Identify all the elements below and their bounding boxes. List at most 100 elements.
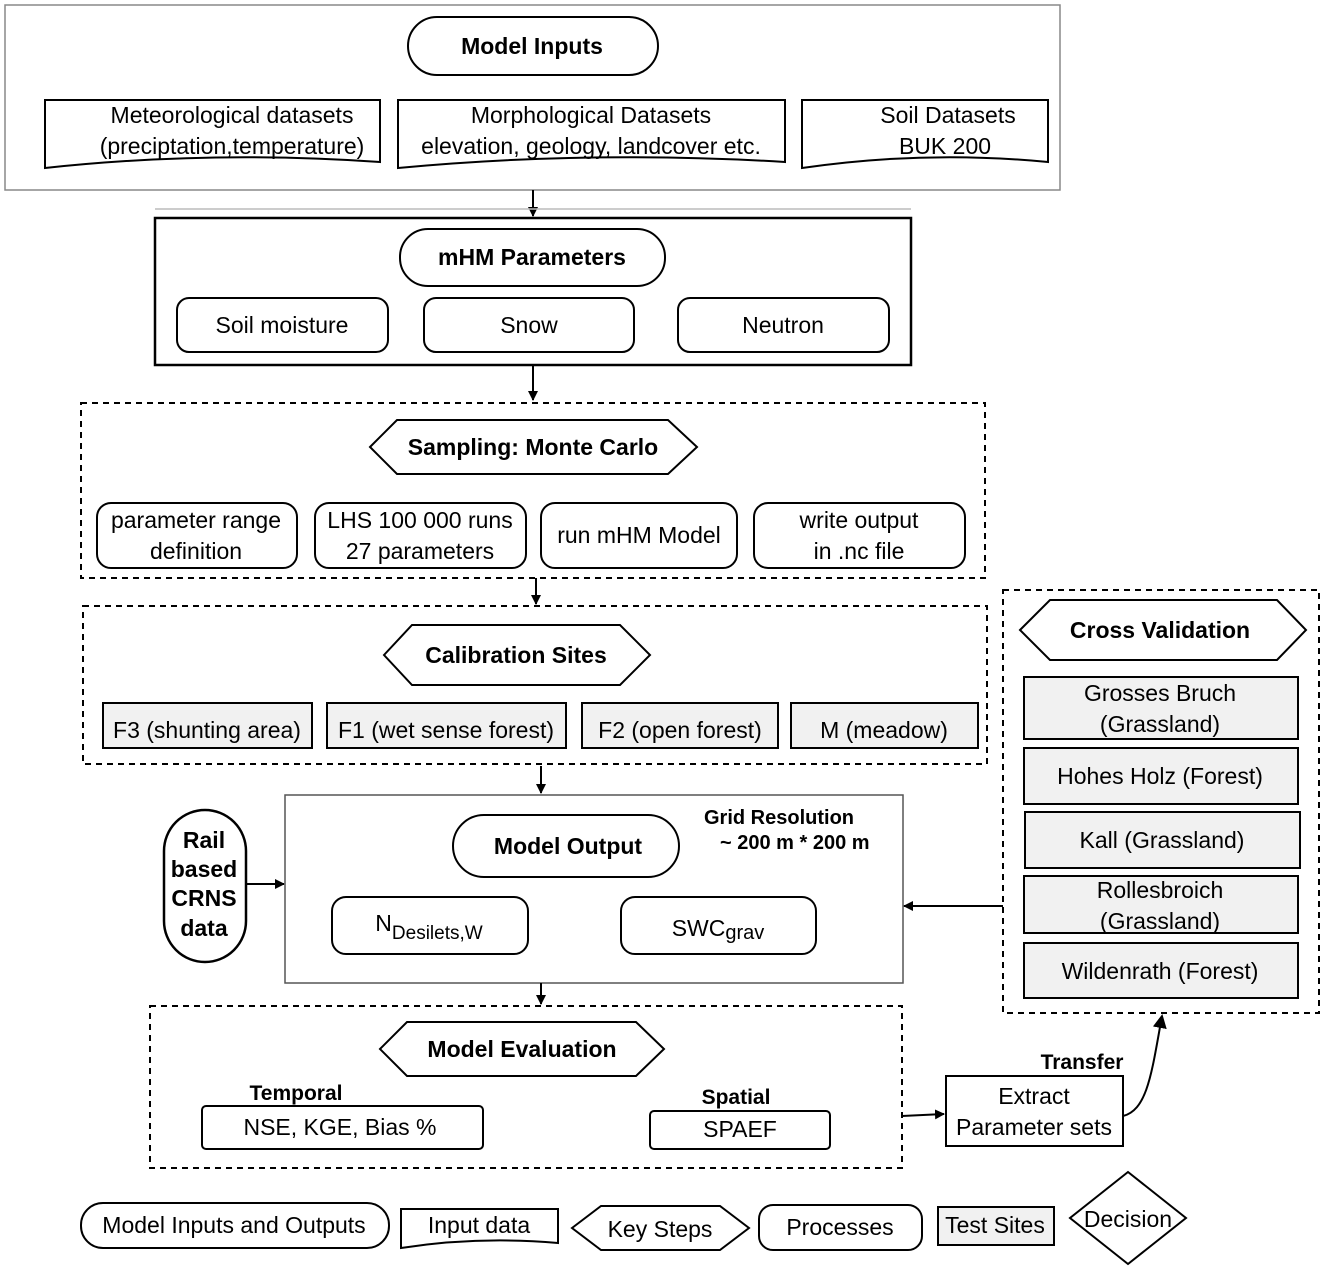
spatial-metrics-box	[649, 1110, 831, 1150]
model-output-section: Model Output Grid Resolution ~ 200 m * 2…	[284, 794, 904, 984]
rail-crns-line4: data	[180, 915, 228, 941]
site-m-label: M (meadow)	[820, 717, 948, 743]
snow-label: Snow	[500, 312, 558, 338]
parameter-range-line2: definition	[150, 538, 242, 564]
run-mhm-box	[540, 502, 738, 569]
site-f2-box	[581, 702, 779, 749]
soil-datasets-doc	[801, 99, 1049, 170]
mhm-parameters-title-shape	[399, 228, 666, 287]
meteorological-datasets-doc	[44, 99, 381, 170]
lhs-runs-line2: 27 parameters	[346, 538, 494, 564]
n-desilets-box	[331, 896, 529, 955]
model-evaluation-frame	[149, 1005, 903, 1169]
rail-crns-node: Rail based CRNS data	[162, 808, 248, 964]
cross-validation-title-shape	[1018, 599, 1308, 661]
calibration-title: Calibration Sites	[425, 642, 606, 668]
calibration-frame	[82, 605, 988, 765]
morphological-datasets-line2: elevation, geology, landcover etc.	[421, 133, 761, 159]
arrow-evaluation-to-extract	[901, 1109, 945, 1120]
spatial-label: Spatial	[702, 1086, 771, 1109]
extract-section: Transfer Extract Parameter sets	[945, 1051, 1124, 1147]
write-output-line1: write output	[799, 507, 920, 533]
morphological-datasets-line1: Morphological Datasets	[471, 102, 711, 128]
snow-box	[423, 297, 635, 353]
legend-processes-shape	[758, 1204, 923, 1251]
parameter-range-box	[96, 502, 298, 569]
calibration-section: Calibration Sites F3 (shunting area) F1 …	[82, 605, 988, 765]
n-desilets-subscript: Desilets,W	[392, 923, 483, 944]
cross-validation-frame	[1002, 589, 1320, 1014]
hohes-holz-label: Hohes Holz (Forest)	[1057, 763, 1263, 789]
meteorological-datasets-line2: (preciptation,temperature)	[100, 133, 365, 159]
extract-line1: Extract	[998, 1083, 1070, 1109]
soil-moisture-label: Soil moisture	[216, 312, 349, 338]
legend-input-data-shape	[400, 1208, 559, 1250]
lhs-runs-line1: LHS 100 000 runs	[327, 507, 512, 533]
kall-box	[1024, 811, 1301, 869]
rail-crns-line3: CRNS	[171, 885, 236, 911]
model-output-title-shape	[452, 814, 680, 878]
swc-grav-box	[620, 896, 817, 955]
arrow-transfer-to-cross-validation	[1122, 1014, 1167, 1117]
model-inputs-section: Model Inputs Meteorological datasets (pr…	[4, 4, 1061, 191]
cross-validation-section: Cross Validation Grosses Bruch (Grasslan…	[1002, 589, 1320, 1014]
grosses-bruch-box	[1023, 676, 1299, 740]
legend: Model Inputs and Outputs Input data Key …	[80, 1170, 1188, 1266]
site-f1-label: F1 (wet sense forest)	[338, 717, 554, 743]
rollesbroich-box	[1023, 875, 1299, 934]
model-evaluation-title: Model Evaluation	[427, 1036, 616, 1062]
site-f3-label: F3 (shunting area)	[113, 717, 301, 743]
soil-datasets-line1: Soil Datasets	[880, 102, 1016, 128]
mhm-parameters-title: mHM Parameters	[438, 244, 626, 270]
site-f3-box	[102, 702, 313, 749]
run-mhm-label: run mHM Model	[557, 522, 721, 548]
legend-input-data-label: Input data	[428, 1212, 531, 1238]
temporal-label: Temporal	[250, 1082, 343, 1105]
rail-crns-line2: based	[171, 856, 237, 882]
morphological-datasets-doc	[397, 99, 786, 170]
legend-inputs-outputs-label: Model Inputs and Outputs	[102, 1212, 365, 1238]
model-evaluation-title-shape	[378, 1021, 666, 1077]
model-inputs-title-shape	[407, 16, 659, 76]
sampling-frame	[80, 402, 986, 579]
swc-grav-main: SWC	[672, 915, 726, 941]
model-output-title: Model Output	[494, 833, 643, 859]
spatial-metrics-label: SPAEF	[703, 1116, 777, 1142]
mhm-parameters-section: mHM Parameters Soil moisture Snow Neutro…	[153, 216, 913, 367]
kall-label: Kall (Grassland)	[1080, 827, 1245, 853]
hohes-holz-box	[1023, 747, 1299, 805]
n-desilets-label: NDesilets,W	[375, 910, 482, 944]
extract-parameter-sets-box	[945, 1075, 1124, 1147]
model-inputs-title: Model Inputs	[461, 33, 603, 59]
rollesbroich-line1: Rollesbroich	[1097, 877, 1224, 903]
grid-resolution-label: Grid Resolution	[704, 807, 854, 829]
temporal-metrics-label: NSE, KGE, Bias %	[243, 1114, 436, 1140]
legend-decision-label: Decision	[1084, 1206, 1172, 1232]
n-desilets-main: N	[375, 910, 392, 936]
legend-test-sites-label: Test Sites	[945, 1212, 1045, 1238]
parameter-range-line1: parameter range	[111, 507, 281, 533]
transfer-label: Transfer	[1041, 1051, 1124, 1074]
wildenrath-box	[1023, 942, 1299, 999]
legend-key-steps-label: Key Steps	[608, 1216, 713, 1242]
neutron-box	[677, 297, 890, 353]
site-m-box	[790, 702, 979, 749]
sampling-title-shape	[368, 419, 699, 475]
write-output-box	[753, 502, 966, 569]
grosses-bruch-line1: Grosses Bruch	[1084, 680, 1236, 706]
sampling-title: Sampling: Monte Carlo	[408, 434, 658, 460]
swc-grav-label: SWCgrav	[672, 915, 765, 944]
grosses-bruch-line2: (Grassland)	[1100, 711, 1220, 737]
cross-validation-title: Cross Validation	[1070, 617, 1250, 643]
legend-key-steps-shape	[570, 1205, 751, 1251]
calibration-title-shape	[382, 624, 652, 686]
rail-crns-shape	[162, 808, 248, 964]
model-evaluation-section: Model Evaluation Temporal NSE, KGE, Bias…	[149, 1005, 903, 1169]
legend-inputs-outputs-shape	[80, 1202, 390, 1249]
site-f2-label: F2 (open forest)	[598, 717, 762, 743]
write-output-line2: in .nc file	[814, 538, 905, 564]
soil-datasets-line2: BUK 200	[899, 133, 991, 159]
lhs-runs-box	[314, 502, 527, 569]
legend-decision-shape	[1068, 1170, 1188, 1266]
